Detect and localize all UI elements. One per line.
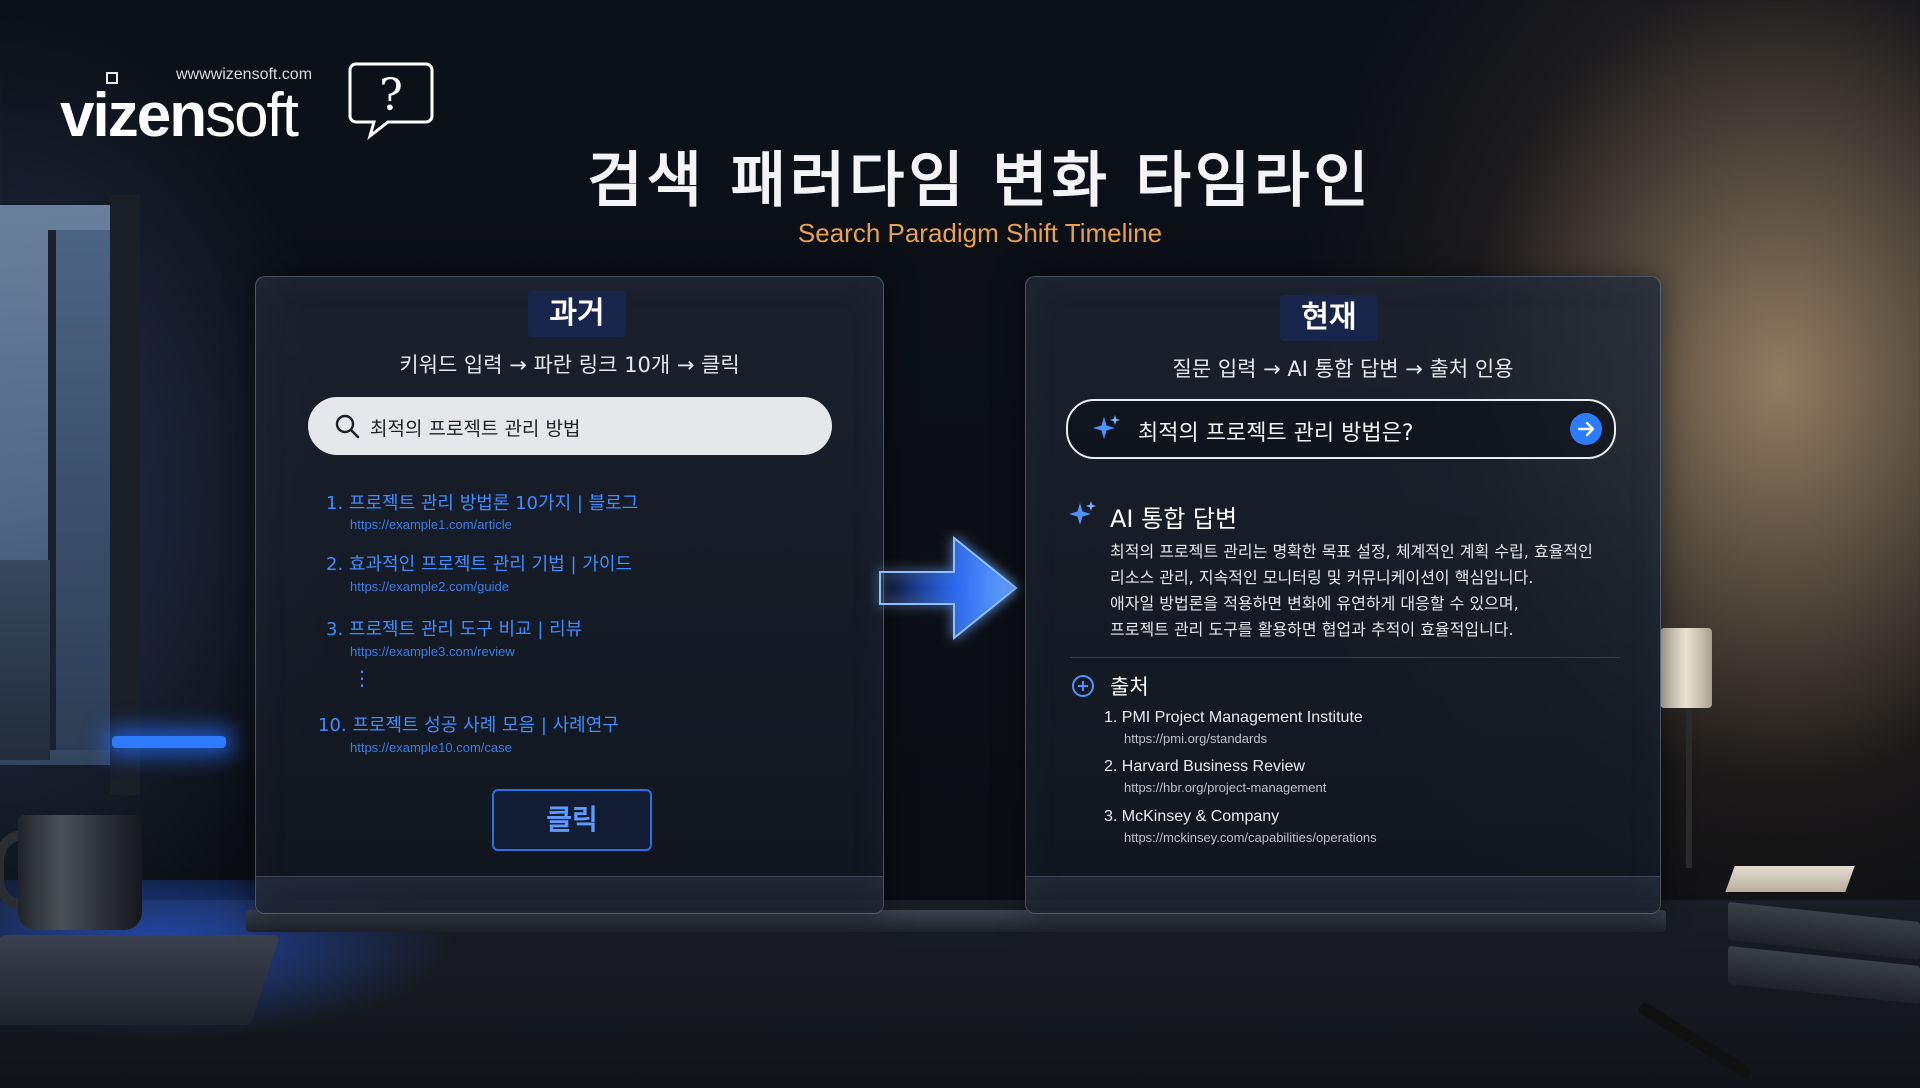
source-name[interactable]: 3. McKinsey & Company <box>1104 808 1280 825</box>
logo-square <box>106 72 118 84</box>
past-search-query: 최적의 프로젝트 관리 방법 <box>370 418 581 440</box>
ai-answer-line: 리소스 관리, 지속적인 모니터링 및 커뮤니케이션이 핵심입니다. <box>1110 568 1534 587</box>
result-url: https://example2.com/guide <box>350 579 509 594</box>
source-url[interactable]: https://hbr.org/project-management <box>1124 780 1327 795</box>
source-url[interactable]: https://mckinsey.com/capabilities/operat… <box>1124 830 1377 845</box>
ai-answer-line: 프로젝트 관리 도구를 활용하면 협업과 추적이 효율적입니다. <box>1110 620 1514 639</box>
ai-answer-heading: AI 통합 답변 <box>1110 505 1238 533</box>
click-button[interactable]: 클릭 <box>492 789 652 851</box>
present-badge: 현재 <box>1280 295 1378 341</box>
books <box>1728 901 1920 1042</box>
arrow-right-icon <box>1577 421 1595 437</box>
window-post <box>110 195 140 795</box>
search-icon <box>335 414 360 439</box>
sparkle-icon <box>1069 501 1096 525</box>
blue-light-strip <box>112 736 226 748</box>
result-title[interactable]: 10. 프로젝트 성공 사례 모음 | 사례연구 <box>318 715 619 736</box>
present-panel: 현재 질문 입력 → AI 통합 답변 → 출처 인용 최적의 프로젝트 관리 … <box>1025 276 1661 914</box>
result-title[interactable]: 2. 효과적인 프로젝트 관리 기법 | 가이드 <box>326 554 632 575</box>
result-title[interactable]: 3. 프로젝트 관리 도구 비교 | 리뷰 <box>326 619 583 640</box>
logo: wwwwizensoft.com vizensoft ? <box>60 60 440 150</box>
present-flow: 질문 입력 → AI 통합 답변 → 출처 인용 <box>1172 357 1514 381</box>
ai-answer-line: 최적의 프로젝트 관리는 명확한 목표 설정, 체계적인 계획 수립, 효율적인 <box>1110 542 1593 561</box>
result-title[interactable]: 1. 프로젝트 관리 방법론 10가지 | 블로그 <box>326 493 639 514</box>
question-bubble-icon: ? <box>348 62 434 140</box>
panel-foot <box>256 876 883 913</box>
divider <box>1070 657 1620 658</box>
lamp-base <box>1725 866 1855 892</box>
window-frame <box>48 230 116 750</box>
source-name[interactable]: 1. PMI Project Management Institute <box>1104 709 1363 726</box>
arrow-right-icon <box>879 535 1018 641</box>
city-silhouette <box>0 560 50 760</box>
panel-stand <box>246 910 1666 932</box>
ai-answer-body: 최적의 프로젝트 관리는 명확한 목표 설정, 체계적인 계획 수립, 효율적인… <box>1110 539 1630 643</box>
ai-search-bar[interactable]: 최적의 프로젝트 관리 방법은? <box>1066 399 1616 459</box>
ai-answer-line: 애자일 방법론을 적용하면 변화에 유연하게 대응할 수 있으며, <box>1110 594 1519 613</box>
past-panel: 과거 키워드 입력 → 파란 링크 10개 → 클릭 최적의 프로젝트 관리 방… <box>255 276 884 914</box>
result-url: https://example1.com/article <box>350 517 512 532</box>
results-ellipsis: ⋮ <box>352 666 372 690</box>
submit-button[interactable] <box>1570 413 1602 445</box>
laptop <box>0 935 280 1025</box>
past-badge: 과거 <box>528 291 626 337</box>
logo-url: wwwwizensoft.com <box>176 66 313 83</box>
past-flow: 키워드 입력 → 파란 링크 10개 → 클릭 <box>399 353 740 377</box>
result-url: https://example10.com/case <box>350 740 512 755</box>
panel-foot <box>1026 876 1660 913</box>
logo-wordmark: vizensoft <box>60 80 299 151</box>
ai-search-query: 최적의 프로젝트 관리 방법은? <box>1138 421 1414 446</box>
logo-brand-bold: vizen <box>60 81 207 150</box>
coffee-mug <box>18 815 142 930</box>
page-title: 검색 패러다임 변화 타임라인 <box>587 146 1373 216</box>
source-name[interactable]: 2. Harvard Business Review <box>1104 758 1305 775</box>
bubble-glyph: ? <box>379 70 403 121</box>
sources-heading: 출처 <box>1110 675 1149 699</box>
source-url[interactable]: https://pmi.org/standards <box>1124 731 1268 746</box>
plus-circle-icon <box>1072 675 1094 697</box>
sparkle-icon <box>1093 415 1120 439</box>
logo-brand-light: soft <box>205 81 299 150</box>
lamp-pole <box>1686 708 1692 868</box>
lamp-shade <box>1660 628 1712 708</box>
result-url: https://example3.com/review <box>350 644 515 659</box>
page-subtitle: Search Paradigm Shift Timeline <box>797 218 1163 248</box>
past-search-bar[interactable]: 최적의 프로젝트 관리 방법 <box>308 397 832 455</box>
